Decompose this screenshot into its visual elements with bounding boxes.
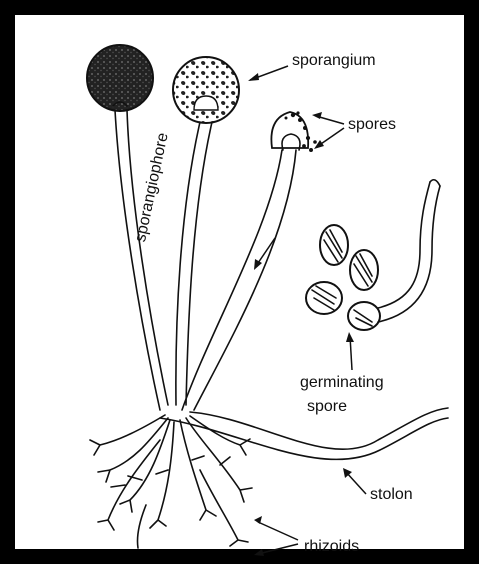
label-sporangium: sporangium <box>292 52 376 70</box>
label-stolon: stolon <box>370 486 413 504</box>
sporangium-releasing <box>271 111 316 152</box>
label-spore: spore <box>307 398 347 416</box>
germinating-spores <box>306 180 440 330</box>
stolon <box>160 408 448 459</box>
sporangium-full <box>87 45 153 111</box>
label-germinating: germinating <box>300 374 384 392</box>
sporangium-opening <box>173 57 239 123</box>
label-spores: spores <box>348 116 396 134</box>
sporangiophores <box>115 110 296 410</box>
label-rhizoids: rhizoids <box>304 538 359 556</box>
